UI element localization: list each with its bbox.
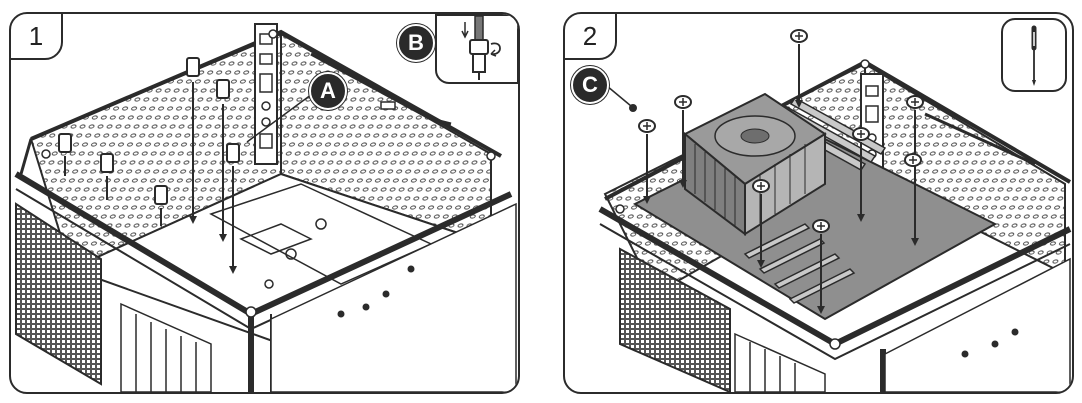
screw-icon bbox=[852, 127, 870, 222]
screwdriver-icon bbox=[1031, 25, 1037, 86]
standoff-icon bbox=[226, 143, 240, 274]
chassis-standoff-illustration bbox=[14, 23, 517, 392]
screw-icon bbox=[906, 95, 924, 246]
standoff-icon bbox=[154, 185, 168, 226]
screw-icon bbox=[752, 179, 770, 268]
step-number: 2 bbox=[565, 14, 617, 60]
callout-b: B bbox=[397, 24, 435, 62]
screw-icon bbox=[904, 153, 922, 167]
screwdriver-inset bbox=[1001, 18, 1067, 92]
step-2-panel: 2 C bbox=[563, 12, 1074, 394]
standoff-tool-inset bbox=[435, 14, 518, 84]
screw-icon bbox=[790, 29, 808, 108]
step-1-panel: 1 A B bbox=[9, 12, 520, 394]
standoff-icon bbox=[100, 153, 114, 200]
standoff-icon bbox=[216, 79, 230, 242]
screw-icon bbox=[812, 219, 830, 314]
callout-a: A bbox=[309, 72, 347, 110]
standoff-icon bbox=[186, 57, 200, 224]
screw-icon bbox=[674, 95, 692, 188]
screw-group bbox=[606, 29, 924, 314]
standoff-tool-icon bbox=[461, 15, 501, 80]
standoff-icon bbox=[58, 133, 72, 176]
cpu-cooler bbox=[683, 92, 827, 236]
callout-c: C bbox=[571, 66, 609, 104]
screw-icon bbox=[638, 119, 656, 204]
step-number: 1 bbox=[11, 14, 63, 60]
